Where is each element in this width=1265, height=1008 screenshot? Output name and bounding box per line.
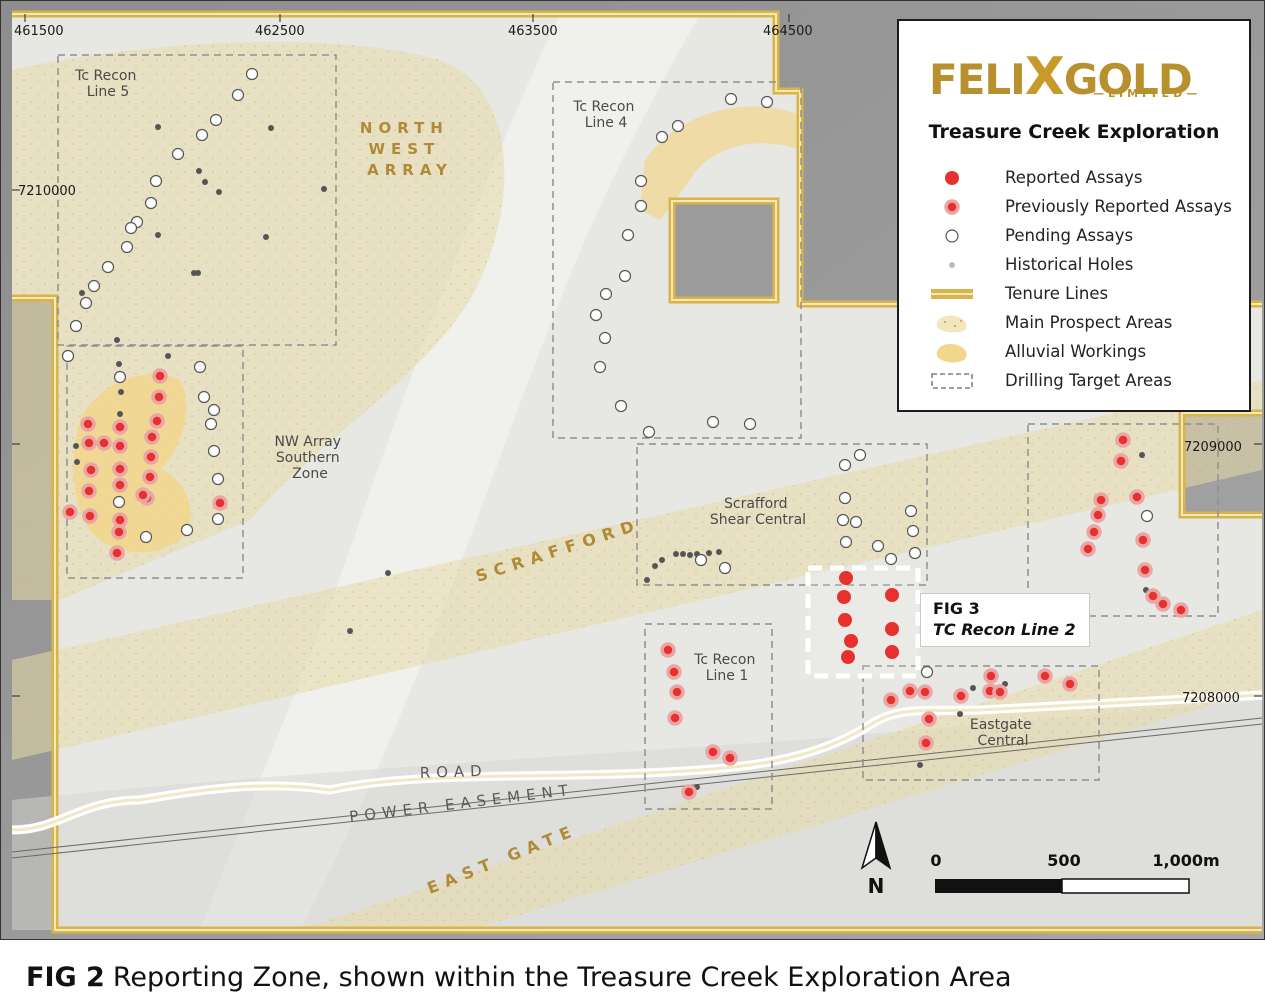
scale-tick-0: 0 [930, 851, 941, 870]
feature-north-west-array: NORTH WEST ARRAY [360, 119, 460, 179]
legend-item-historical: Historical Holes [929, 250, 1249, 279]
logo-subtitle: —LIMITED— [1093, 87, 1202, 100]
scale-tick-500: 500 [1047, 851, 1080, 870]
previous-assay-icon [929, 195, 975, 219]
north-arrow-icon [860, 821, 892, 870]
grid-label-y-7209000: 7209000 [1184, 440, 1242, 455]
north-label: N [868, 874, 885, 898]
grid-label-x-461500: 461500 [14, 24, 64, 39]
prospect-area-icon [929, 311, 975, 335]
zone-label-line4: Tc Recon Line 4 [572, 99, 639, 131]
fig3-callout: FIG 3 TC Recon Line 2 [920, 593, 1090, 647]
legend-item-prospect: Main Prospect Areas [929, 308, 1249, 337]
zone-label-scrafford: Scrafford Shear Central [710, 496, 806, 528]
grid-label-y-7208000: 7208000 [1182, 691, 1240, 706]
fig3-callout-title: FIG 3 [933, 599, 980, 618]
pending-assay-icon [929, 224, 975, 248]
legend-panel: FELIXGOLD —LIMITED— Treasure Creek Explo… [897, 19, 1251, 412]
historical-holes [73, 124, 1149, 790]
legend-item-previous: Previously Reported Assays [929, 192, 1249, 221]
tenure-area-pocket [672, 201, 776, 300]
fig3-highlight-box [805, 565, 921, 679]
target-nw-southern [66, 345, 244, 579]
legend-item-alluvial: Alluvial Workings [929, 337, 1249, 366]
felix-gold-logo: FELIXGOLD [929, 47, 1193, 107]
target-area-icon [929, 369, 975, 393]
tenure-lines [12, 10, 1262, 934]
grid-label-x-464500: 464500 [763, 24, 813, 39]
reported-assay-icon [929, 166, 975, 190]
target-line5 [57, 54, 337, 346]
drilling-target-areas [57, 54, 1219, 810]
zone-label-line5: Tc Recon Line 5 [74, 68, 141, 100]
reported-assays [837, 571, 899, 664]
zone-label-eastgate: Eastgate Central [970, 717, 1036, 749]
grid-ticks [12, 14, 1262, 697]
previously-reported-assays [62, 368, 1189, 800]
scale-tick-1000m: 1,000m [1152, 851, 1219, 870]
legend-item-reported: Reported Assays [929, 163, 1249, 192]
target-line4 [552, 81, 802, 439]
grid-label-x-462500: 462500 [255, 24, 305, 39]
grid-label-x-463500: 463500 [508, 24, 558, 39]
zone-label-line1: Tc Recon Line 1 [693, 652, 760, 684]
legend-item-tenure: Tenure Lines [929, 279, 1249, 308]
grid-label-y-7210000: 7210000 [18, 184, 76, 199]
valley-relief [200, 14, 700, 930]
target-scrafford [636, 443, 928, 586]
fig3-callout-subtitle: TC Recon Line 2 [933, 620, 1076, 639]
historical-hole-icon [929, 253, 975, 277]
target-line1 [644, 623, 773, 810]
legend-item-pending: Pending Assays [929, 221, 1249, 250]
power-easement [11, 717, 1263, 859]
target-eastgate [862, 665, 1100, 781]
legend-title: Treasure Creek Exploration [928, 121, 1220, 143]
feature-road: ROAD [420, 762, 488, 782]
zone-label-nw-southern: NW Array Southern Zone [275, 434, 346, 482]
road [11, 690, 1263, 835]
tenure-line-icon [929, 282, 975, 306]
pending-assays [61, 67, 1154, 679]
legend-item-target: Drilling Target Areas [929, 366, 1249, 395]
alluvial-working-icon [929, 340, 975, 364]
scale-bar [935, 878, 1190, 894]
alluvial-line4 [640, 106, 800, 220]
